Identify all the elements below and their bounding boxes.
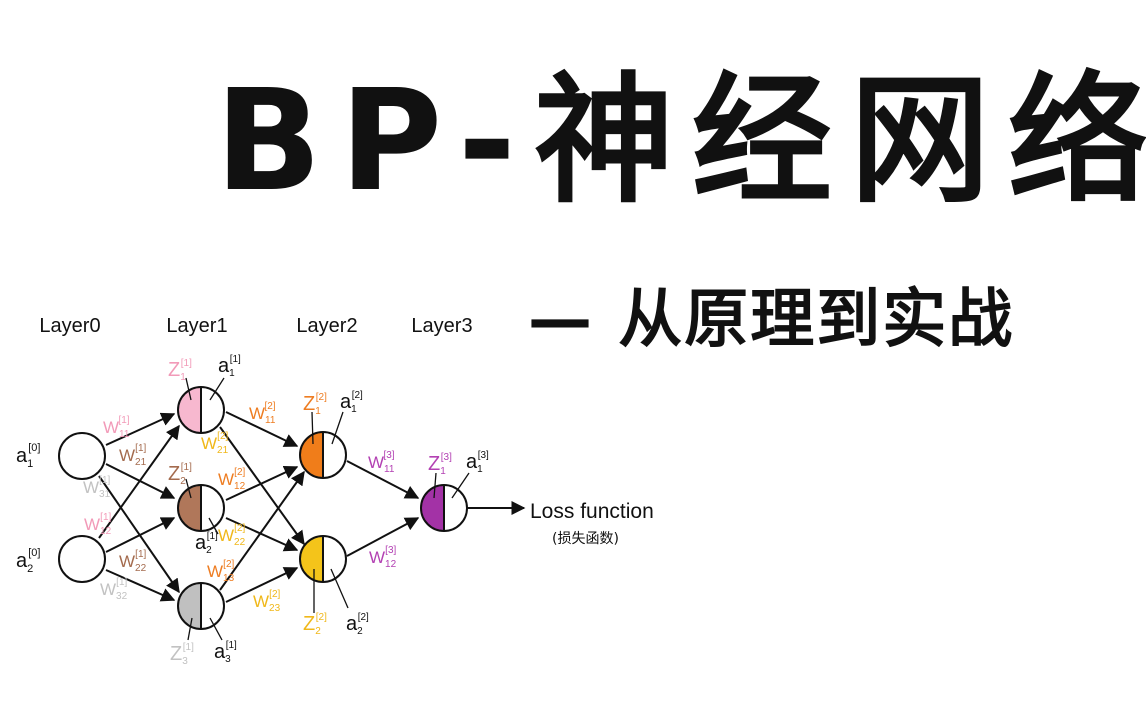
edge-in2-h2	[105, 517, 176, 553]
page-subtitle: — 从原理到实战	[528, 283, 1015, 357]
input-node-2	[58, 535, 106, 583]
weight-w12-2: W12[2]	[218, 467, 246, 492]
output-node-3-1	[420, 484, 468, 532]
input-node-1	[58, 432, 106, 480]
weight-w11-2: W11[2]	[249, 401, 276, 426]
weight-w21-1: W21[1]	[119, 443, 147, 468]
weight-w11-3: W11[3]	[368, 450, 395, 475]
hidden-node-1-2	[177, 484, 225, 532]
label-z1-2: Z1[2]	[303, 392, 327, 417]
label-a3-1: a3[1]	[214, 640, 237, 665]
connections	[98, 411, 526, 603]
edge-h2-o1	[225, 465, 299, 501]
weight-w12-1: W12[1]	[84, 512, 112, 537]
edge-h3-o2	[225, 567, 299, 603]
label-z2-2: Z2[2]	[303, 612, 327, 637]
hidden-node-2-2	[299, 535, 347, 583]
label-z1-1: Z1[1]	[168, 358, 192, 383]
edge-in1-h1	[105, 412, 176, 446]
label-a2-0: a2[0]	[16, 547, 40, 575]
label-a1-2: a1[2]	[340, 390, 363, 415]
edge-h2-o2	[225, 517, 299, 552]
weight-w32-1: W32[1]	[100, 577, 128, 602]
layer0-label: Layer0	[39, 315, 100, 337]
label-z1-3: Z1[3]	[428, 452, 452, 477]
layer2-label: Layer2	[296, 315, 357, 337]
label-z3-1: Z3[1]	[170, 642, 194, 667]
weight-w23-2: W23[2]	[253, 589, 281, 614]
weight-w11-1: W11[1]	[103, 415, 130, 440]
page-title: BP-神经网络	[215, 60, 1146, 223]
edge-h3-o1	[219, 470, 305, 591]
edge-in2-h3	[105, 569, 176, 602]
hidden-node-1-3	[177, 582, 225, 630]
loss-function-sublabel: (损失函数)	[552, 531, 619, 547]
edge-in2-h1	[98, 424, 180, 539]
label-a2-2: a2[2]	[346, 612, 369, 637]
weight-w12-3: W12[3]	[369, 545, 397, 570]
label-pointers	[185, 377, 470, 641]
layer3-label: Layer3	[411, 315, 472, 337]
edge-h1-o2	[219, 426, 305, 546]
weight-w13-2: W13[2]	[207, 559, 235, 584]
weight-w22-2: W22[2]	[218, 523, 246, 548]
loss-function-label: Loss function	[530, 500, 654, 523]
layer1-label: Layer1	[166, 315, 227, 337]
edge-in1-h3	[98, 475, 180, 594]
weight-w22-1: W22[1]	[119, 549, 147, 574]
label-a2-1: a2[1]	[195, 531, 218, 556]
weight-w31-1: W31[1]	[83, 475, 111, 500]
weight-w21-2: W21[2]	[201, 431, 229, 456]
edge-o1-f	[346, 460, 420, 499]
edge-h1-o1	[225, 411, 299, 447]
label-a1-0: a1[0]	[16, 442, 40, 470]
hidden-node-2-1	[299, 431, 347, 479]
edge-o2-f	[346, 517, 420, 557]
label-z2-1: Z2[1]	[168, 462, 192, 487]
hidden-node-1-1	[177, 386, 225, 434]
label-a1-3: a1[3]	[466, 450, 489, 475]
label-a1-1: a1[1]	[218, 354, 241, 379]
